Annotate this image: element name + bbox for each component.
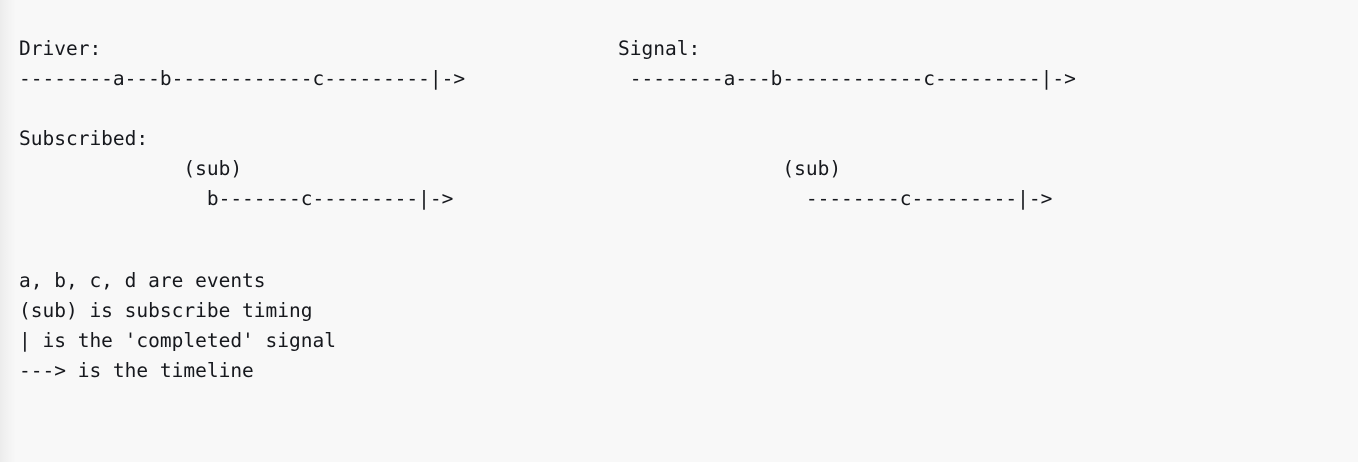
driver-label: Driver: — [19, 36, 102, 60]
legend-line-events: a, b, c, d are events — [19, 268, 266, 292]
timeline-row: --------a---b------------c---------|-> -… — [19, 64, 1358, 94]
subscribed-right-timeline: --------c---------|-> — [618, 186, 1053, 210]
subscribed-label: Subscribed: — [19, 126, 149, 150]
signal-label: Signal: — [618, 36, 701, 60]
legend-line-timeline: ---> is the timeline — [19, 358, 254, 382]
subscribed-left-sub-marker: (sub) — [19, 156, 243, 180]
sub-marker-row: (sub) (sub) — [19, 154, 1358, 184]
subscribed-left-timeline: b-------c---------|-> — [19, 186, 454, 210]
legend-line-sub: (sub) is subscribe timing — [19, 298, 313, 322]
driver-timeline: --------a---b------------c---------|-> — [19, 66, 466, 90]
header-row: Driver: Signal: — [19, 34, 1358, 64]
spacer-3 — [19, 244, 1358, 266]
spacer-2 — [19, 214, 1358, 244]
signal-timeline: --------a---b------------c---------|-> — [618, 66, 1076, 90]
legend-line-completed: | is the 'completed' signal — [19, 328, 336, 352]
subscribed-right-sub-marker: (sub) — [618, 156, 842, 180]
spacer-1 — [19, 94, 1358, 124]
marble-diagram-code: Driver: Signal: --------a---b------------c… — [0, 20, 1358, 386]
subscribed-timeline-row: b-------c---------|-> --------c---------… — [19, 184, 1358, 214]
